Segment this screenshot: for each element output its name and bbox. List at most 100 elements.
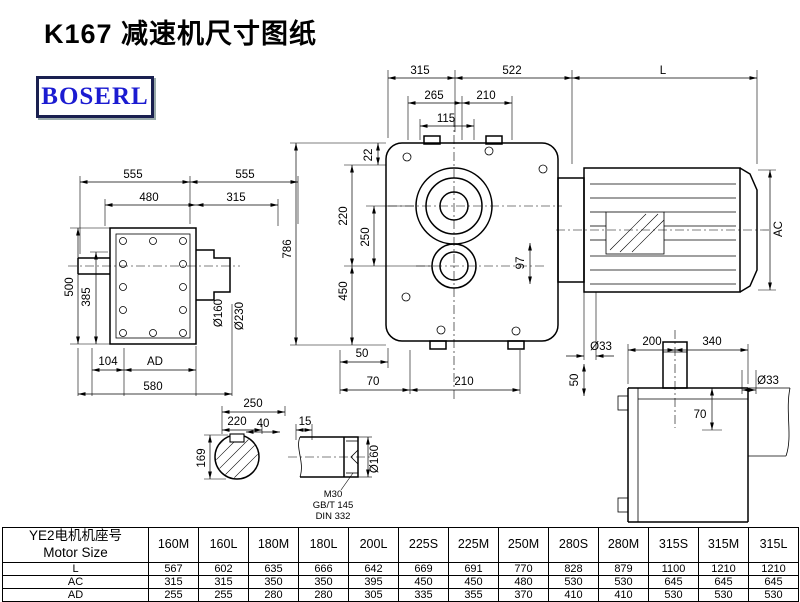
dim-265-label: 265	[424, 90, 443, 102]
dim-250-label: 250	[360, 227, 372, 246]
output-view-dimensions: 200 340 Ø33 70	[627, 336, 779, 431]
dim-555-right-label: 555	[235, 169, 254, 181]
column-header: 160L	[198, 527, 249, 563]
gearbox-bolt-holes	[401, 146, 548, 336]
column-header: 280M	[598, 527, 649, 563]
table-cell: 350	[248, 575, 299, 589]
dim-500-label: 500	[64, 277, 76, 296]
table-cell: 335	[398, 588, 449, 602]
row-label: L	[2, 562, 149, 576]
gearbox-front-view: 315 522 L 265 210 115 22 220 250 450 786…	[282, 65, 785, 400]
dim-580-label: 580	[143, 381, 162, 393]
table-cell: 280	[298, 588, 349, 602]
dim-340-label: 340	[702, 336, 721, 348]
dim-315-label: 315	[410, 65, 429, 77]
dim-22-label: 22	[363, 149, 375, 162]
column-header: 315L	[748, 527, 799, 563]
motor-size-header-cn: YE2电机机座号	[28, 528, 123, 544]
dim-phi33-label: Ø33	[590, 341, 612, 353]
column-header: 315M	[698, 527, 749, 563]
table-cell: 669	[398, 562, 449, 576]
table-cell: 645	[698, 575, 749, 589]
table-cell: 280	[248, 588, 299, 602]
boserl-logo: BOSERL	[36, 76, 154, 118]
dim-AC-label: AC	[773, 221, 785, 237]
shaft-detail-dimensions: 250 220 15 M30 GB/T 145 DIN 332 Ø160	[221, 398, 381, 522]
table-cell: 530	[648, 588, 699, 602]
table-cell: 480	[498, 575, 549, 589]
shaft-detail-view: 250 220 15 M30 GB/T 145 DIN 332 Ø160	[221, 398, 381, 522]
table-cell: 255	[198, 588, 249, 602]
table-cell: 450	[398, 575, 449, 589]
gearbox-body-outline	[385, 135, 559, 350]
dim-522-label: 522	[502, 65, 521, 77]
dim-385-label: 385	[81, 287, 93, 306]
gearbox-side-view: 555 555 480 315 385 500 104 AD 580 Ø160 …	[64, 169, 299, 396]
table-cell: 602	[198, 562, 249, 576]
table-cell: 645	[648, 575, 699, 589]
table-cell: 691	[448, 562, 499, 576]
side-view-outline	[77, 227, 231, 345]
dim-15-label: 15	[299, 416, 312, 428]
table-cell: 770	[498, 562, 549, 576]
column-header: 280S	[548, 527, 599, 563]
dim-97-label: 97	[515, 257, 527, 270]
dim-40-label: 40	[257, 418, 270, 430]
table-cell: 355	[448, 588, 499, 602]
front-view-dimension-labels: 315 522 L 265 210 115 22 220 250 450 786…	[282, 65, 785, 388]
table-cell: 635	[248, 562, 299, 576]
table-cell: 410	[548, 588, 599, 602]
table-cell: 1100	[648, 562, 699, 576]
table-cell: 1210	[698, 562, 749, 576]
dim-phi230-label: Ø230	[234, 302, 246, 330]
column-header: 225M	[448, 527, 499, 563]
table-cell: 315	[148, 575, 199, 589]
standard-din332-label: DIN 332	[316, 511, 351, 522]
column-header: 180M	[248, 527, 299, 563]
column-header: 160M	[148, 527, 199, 563]
dim-220-label: 220	[338, 206, 350, 225]
side-view-bolt-holes	[119, 237, 187, 337]
technical-drawing: 315 522 L 265 210 115 22 220 250 450 786…	[64, 65, 791, 523]
output-shaft-view: 200 340 Ø33 70	[617, 330, 791, 523]
table-cell: 370	[498, 588, 549, 602]
shaft-end-dimensions: 40 169	[196, 418, 280, 480]
column-header: 250M	[498, 527, 549, 563]
table-cell: 642	[348, 562, 399, 576]
table-cell: 255	[148, 588, 199, 602]
column-header: 315S	[648, 527, 699, 563]
dim-L-label: L	[660, 65, 667, 77]
side-view-extension-lines	[70, 176, 299, 396]
table-cell: 305	[348, 588, 399, 602]
dim-104-label: 104	[98, 356, 118, 368]
column-header: 200L	[348, 527, 399, 563]
dim-555-left-label: 555	[123, 169, 142, 181]
dim-200-label: 200	[642, 336, 661, 348]
dim-169-label: 169	[196, 448, 208, 467]
dim-315-side-label: 315	[226, 192, 245, 204]
side-view-dimension-lines	[76, 180, 298, 396]
dim-786-label: 786	[282, 239, 294, 258]
dim-phi160-side-label: Ø160	[213, 299, 225, 327]
standard-gbt145-label: GB/T 145	[313, 500, 354, 511]
dim-220-detail-label: 220	[227, 416, 246, 428]
dim-50-bottom-label: 50	[356, 348, 369, 360]
table-cell: 395	[348, 575, 399, 589]
page-title: K167 减速机尺寸图纸	[44, 19, 318, 49]
front-view-centerlines	[388, 118, 772, 400]
table-cell: 530	[548, 575, 599, 589]
table-cell: 315	[198, 575, 249, 589]
column-header: 225S	[398, 527, 449, 563]
table-cell: 645	[748, 575, 799, 589]
dim-70-output-label: 70	[694, 409, 707, 421]
table-cell: 828	[548, 562, 599, 576]
dim-phi160-detail-label: Ø160	[369, 445, 381, 473]
row-label: AC	[2, 575, 149, 589]
front-view-dimension-lines	[294, 76, 772, 396]
table-cell: 530	[598, 575, 649, 589]
shaft-end-view: 40 169	[196, 418, 280, 480]
